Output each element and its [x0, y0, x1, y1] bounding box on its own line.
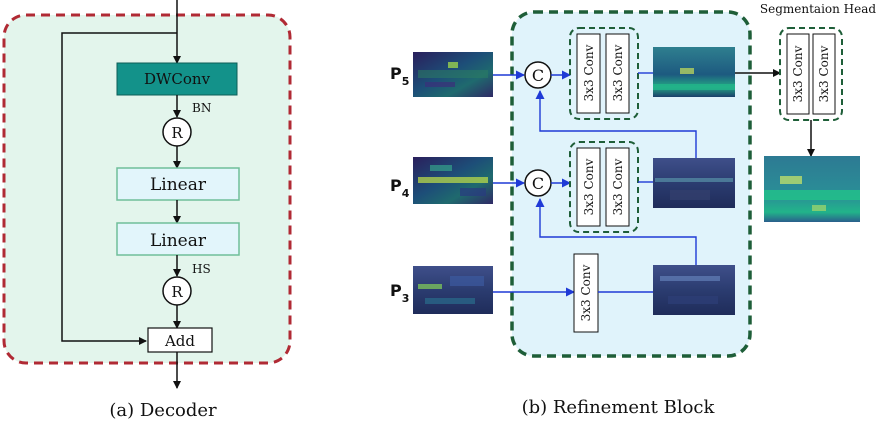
concat-symbol-top: C — [532, 66, 544, 85]
conv-block-mid-1 — [576, 147, 601, 227]
p4-label: P4 — [390, 176, 410, 200]
p4-feature-map — [413, 157, 493, 204]
decoder-skip-connection — [61, 32, 177, 345]
conv-label-top-2: 3x3 Conv — [611, 44, 625, 101]
linear-block-2 — [116, 222, 240, 256]
seg-head-conv-label-2: 3x3 Conv — [817, 45, 831, 102]
dwconv-label: DWConv — [144, 70, 211, 88]
bn-label: BN — [192, 101, 211, 115]
conv-label-top-1: 3x3 Conv — [582, 44, 596, 101]
refinement-caption: (b) Refinement Block — [522, 397, 716, 418]
conv-block-top-1 — [576, 33, 601, 114]
conv-label-bottom: 3x3 Conv — [579, 264, 593, 321]
seg-head-conv-group — [779, 27, 843, 121]
p5-feature-map — [413, 52, 493, 97]
refinement-panel: P5 P4 P3 C C — [390, 10, 752, 418]
relu-symbol-2: R — [171, 283, 183, 301]
refined-map-top — [653, 47, 735, 97]
decoder-caption: (a) Decoder — [109, 400, 217, 421]
refined-map-bottom — [653, 265, 735, 315]
segmentation-head: Segmentaion Head 3x3 Conv 3x3 Conv — [735, 2, 876, 222]
conv-block-top-2 — [605, 33, 630, 114]
hs-label: HS — [192, 262, 211, 276]
linear1-label: Linear — [150, 175, 207, 195]
linear2-label: Linear — [150, 231, 207, 251]
decoder-panel: DWConv BN R Linear Linear HS R Add (a) D… — [2, 0, 292, 421]
seg-head-conv-2 — [812, 33, 836, 115]
concat-symbol-mid: C — [532, 174, 544, 193]
dwconv-block — [116, 62, 238, 96]
p3-feature-map — [413, 266, 493, 314]
conv-block-mid-2 — [605, 147, 630, 227]
relu-symbol-1: R — [171, 124, 183, 142]
conv-block-bottom — [573, 253, 599, 333]
refined-map-mid — [653, 158, 735, 208]
linear-block-1 — [116, 167, 240, 201]
segmentation-head-title: Segmentaion Head — [760, 2, 877, 16]
p3-label: P3 — [390, 281, 409, 305]
segmentation-output-map — [764, 156, 860, 222]
conv-label-mid-1: 3x3 Conv — [582, 158, 596, 215]
conv-label-mid-2: 3x3 Conv — [611, 158, 625, 215]
add-label: Add — [164, 332, 195, 350]
seg-head-conv-label-1: 3x3 Conv — [791, 45, 805, 102]
seg-head-conv-1 — [786, 33, 810, 115]
p5-label: P5 — [390, 64, 409, 88]
conv-group-mid — [569, 141, 639, 233]
mid-to-top-concat-feedback — [535, 90, 697, 158]
bottom-to-mid-concat-feedback — [535, 198, 697, 265]
add-block — [147, 327, 213, 353]
